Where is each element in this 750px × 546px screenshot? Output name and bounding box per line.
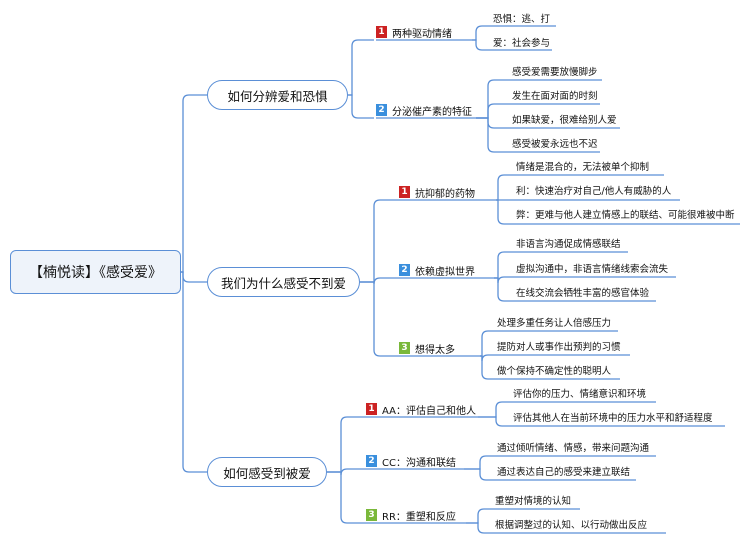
number-badge: 3: [399, 342, 410, 354]
branch-label: 我们为什么感受不到爱: [220, 275, 346, 291]
leaf-item[interactable]: 感受被爱永远也不迟: [512, 139, 598, 150]
leaf-item[interactable]: 感受爱需要放慢脚步: [512, 67, 598, 78]
sub-topic-label: 抗抑郁的药物: [415, 188, 475, 200]
root-label: 【楠悦读】《感受爱》: [29, 265, 162, 281]
root-node[interactable]: 【楠悦读】《感受爱》: [10, 250, 181, 294]
number-badge: 3: [366, 509, 377, 521]
edge-sub-leaf: [476, 117, 510, 153]
leaf-item[interactable]: 非语言沟通促成情感联结: [516, 239, 621, 250]
edge-branch-sub: [360, 281, 397, 357]
edge-sub-leaf: [494, 251, 514, 279]
edge-branch-sub: [348, 39, 374, 96]
sub-topic-label: 两种驱动情绪: [392, 28, 452, 40]
edge-sub-leaf: [466, 522, 493, 534]
edge-sub-leaf: [472, 25, 491, 41]
edge-branch-sub: [327, 416, 364, 473]
sub-topic-cc-communicate[interactable]: 2 CC：沟通和联结: [366, 453, 456, 469]
leaf-item[interactable]: 发生在面对面的时刻: [512, 91, 598, 102]
edge-sub-leaf: [464, 455, 495, 470]
leaf-item[interactable]: 虚拟沟通中，非语言情绪线索会流失: [516, 264, 669, 275]
leaf-item[interactable]: 在线交流会牺牲丰富的感官体验: [516, 288, 650, 299]
leaf-item[interactable]: 利：快速治疗对自己/他人有威胁的人: [516, 186, 672, 197]
number-badge: 1: [399, 186, 410, 198]
sub-topic-antidepressants[interactable]: 1 抗抑郁的药物: [399, 184, 475, 200]
edge-root-branch: [181, 94, 207, 273]
leaf-item[interactable]: 通过倾听情绪、情感，带来问题沟通: [497, 443, 650, 454]
edge-sub-leaf: [476, 117, 510, 129]
edge-branch-sub: [327, 471, 364, 524]
edge-root-branch: [181, 271, 207, 283]
sub-topic-label: RR：重塑和反应: [382, 511, 456, 523]
leaf-item[interactable]: 处理多重任务让人倍感压力: [497, 318, 612, 329]
leaf-item[interactable]: 评估你的压力、情绪意识和环境: [513, 389, 647, 400]
edge-sub-leaf: [464, 468, 495, 481]
leaf-item[interactable]: 提防对人或事作出预判的习惯: [497, 342, 621, 353]
leaf-item[interactable]: 根据调整过的认知、以行动做出反应: [495, 520, 648, 531]
leaf-item[interactable]: 爱：社会参与: [493, 38, 551, 49]
branch-label: 如何分辨爱和恐惧: [227, 88, 328, 104]
leaf-item[interactable]: 如果缺爱，很难给别人爱: [512, 115, 617, 126]
sub-topic-two-emotions[interactable]: 1 两种驱动情绪: [376, 24, 452, 40]
edge-sub-leaf: [496, 199, 514, 225]
number-badge: 1: [376, 26, 387, 38]
leaf-item[interactable]: 弊：更难与他人建立情感上的联结、可能很难被中断: [516, 210, 735, 221]
branch-how-feel-loved[interactable]: 如何感受到被爱: [207, 457, 327, 487]
number-badge: 2: [366, 455, 377, 467]
edge-sub-leaf: [480, 355, 495, 380]
branch-distinguish-love-fear[interactable]: 如何分辨爱和恐惧: [207, 80, 348, 110]
sub-topic-virtual-world[interactable]: 2 依赖虚拟世界: [399, 262, 475, 278]
edge-branch-sub: [360, 277, 397, 285]
edge-branch-sub: [360, 199, 397, 283]
edge-root-branch: [181, 271, 207, 473]
leaf-item[interactable]: 做个保持不确定性的聪明人: [497, 366, 612, 377]
sub-topic-label: 分泌催产素的特征: [392, 106, 472, 118]
edge-sub-leaf: [466, 508, 493, 524]
sub-topic-label: AA：评估自己和他人: [382, 405, 476, 417]
edge-sub-leaf: [476, 103, 510, 119]
edge-sub-leaf: [472, 39, 491, 51]
leaf-item[interactable]: 通过表达自己的感受来建立联结: [497, 467, 631, 478]
branch-label: 如何感受到被爱: [223, 465, 311, 481]
leaf-item[interactable]: 评估其他人在当前环境中的压力水平和舒适程度: [513, 413, 713, 424]
edge-sub-leaf: [476, 79, 510, 119]
sub-topic-label: CC：沟通和联结: [382, 457, 456, 469]
edge-sub-leaf: [478, 401, 511, 418]
sub-topic-oxytocin[interactable]: 2 分泌催产素的特征: [376, 102, 472, 118]
edge-sub-leaf: [494, 277, 514, 302]
edge-sub-leaf: [478, 416, 511, 427]
number-badge: 1: [366, 403, 377, 415]
leaf-item[interactable]: 重塑对情境的认知: [495, 496, 572, 507]
sub-topic-overthinking[interactable]: 3 想得太多: [399, 340, 455, 356]
branch-why-cant-feel-love[interactable]: 我们为什么感受不到爱: [207, 267, 360, 297]
edge-sub-leaf: [480, 330, 495, 357]
sub-topic-label: 想得太多: [415, 344, 455, 356]
sub-topic-rr-reframe[interactable]: 3 RR：重塑和反应: [366, 507, 456, 523]
sub-topic-label: 依赖虚拟世界: [415, 266, 475, 278]
leaf-item[interactable]: 恐惧：逃、打: [493, 14, 551, 25]
edge-sub-leaf: [496, 174, 514, 201]
sub-topic-aa-assess[interactable]: 1 AA：评估自己和他人: [366, 401, 476, 417]
edge-branch-sub: [348, 94, 374, 119]
leaf-item[interactable]: 情绪是混合的，无法被单个抑制: [516, 162, 650, 173]
number-badge: 2: [376, 104, 387, 116]
number-badge: 2: [399, 264, 410, 276]
